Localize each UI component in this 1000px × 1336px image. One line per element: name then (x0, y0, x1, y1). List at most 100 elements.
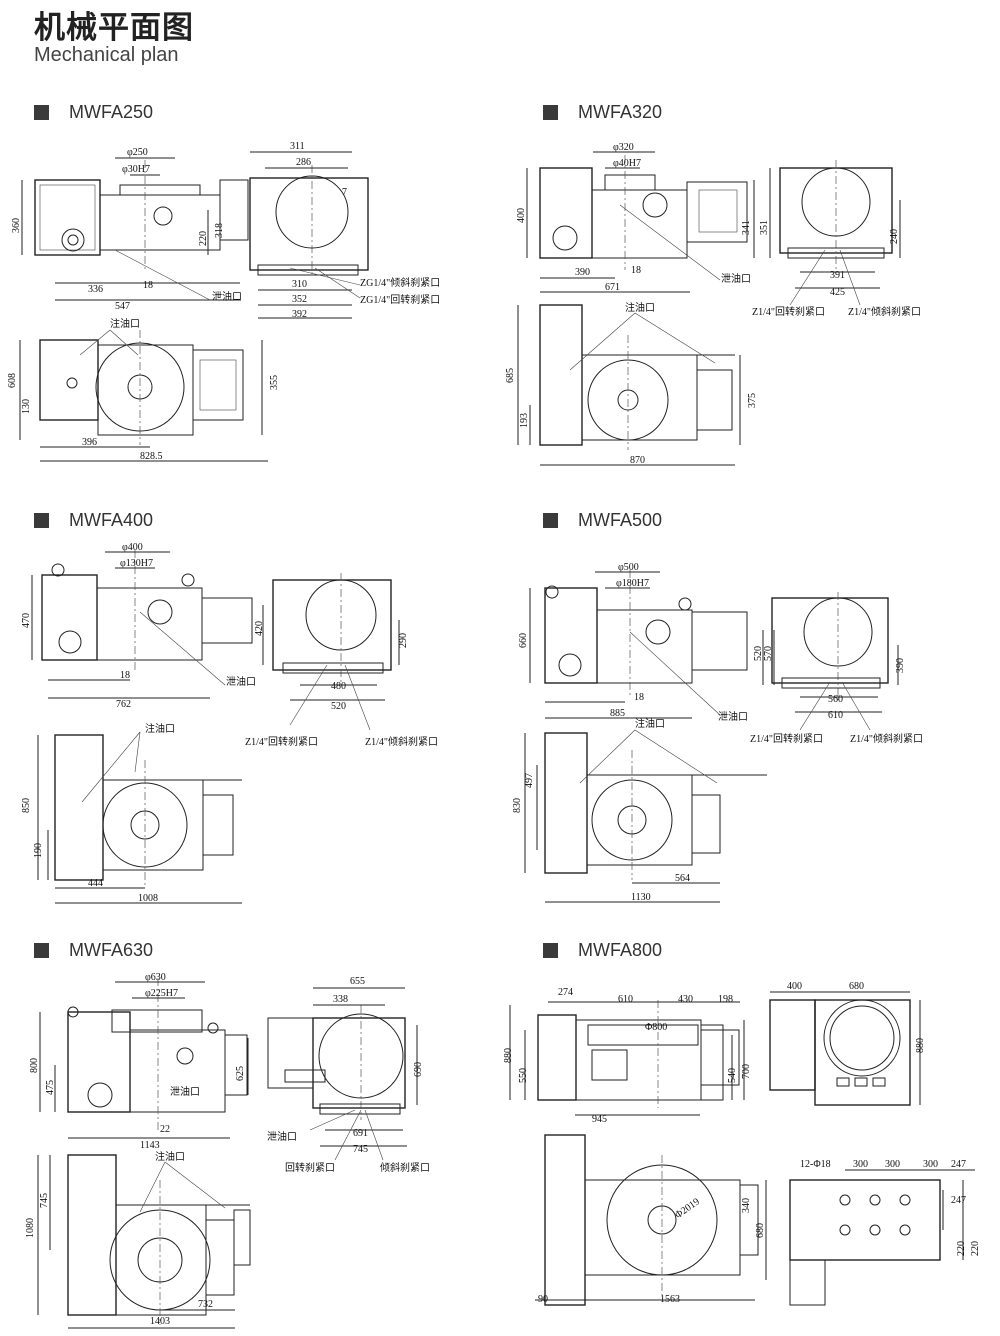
callout-label: 注油口 (635, 717, 665, 730)
dim-label: 470 (21, 613, 32, 628)
dim-label: 1143 (140, 1140, 160, 1151)
callout-label: Z1/4"回转刹紧口 (752, 305, 825, 318)
section-marker (34, 105, 49, 120)
mwfa500-front-view: 520 570 390 560 610 Z1/4"回转刹紧口 Z1/4"倾斜刹紧… (750, 592, 923, 745)
dim-label: 762 (116, 699, 131, 710)
dim-label: 1080 (25, 1218, 36, 1238)
dim-label: 247 (951, 1195, 966, 1206)
callout-label: Φ2019 (673, 1196, 702, 1221)
dim-label: 610 (828, 710, 843, 721)
dim-label: 800 (29, 1058, 40, 1073)
dim-label: 547 (115, 301, 130, 312)
dim-label: 608 (7, 373, 18, 388)
dim-label: 351 (759, 220, 770, 235)
dim-label: 375 (747, 393, 758, 408)
dim-label: 745 (39, 1193, 50, 1208)
section-title-mwfa320: MWFA320 (543, 102, 662, 123)
mwfa800-table-plate: 12-Φ18 300 300 300 247 247 220 220 (789, 1159, 981, 1306)
callout-label: 泄油口 (226, 675, 256, 688)
dim-label: φ320 (613, 142, 634, 153)
section-marker (34, 943, 49, 958)
mwfa800-side-view: 274 610 430 198 Φ800 880 550 540 700 945 (503, 987, 752, 1125)
dim-label: 18 (634, 692, 644, 703)
mwfa630-front-view: 655 338 690 691 745 泄油口 回转刹紧口 倾斜刹紧口 (267, 976, 430, 1174)
dim-label: 274 (558, 987, 573, 998)
callout-label: 回转刹紧口 (285, 1161, 335, 1174)
mwfa500-top-view: 830 497 564 1130 注油口 (512, 717, 767, 903)
section-title-mwfa500: MWFA500 (543, 510, 662, 531)
callout-label: ZG1/4"回转刹紧口 (360, 293, 440, 306)
mwfa250-top-view: 608 130 355 396 828.5 注油口 (7, 317, 280, 462)
dim-label: φ30H7 (122, 164, 150, 175)
dim-label: 671 (605, 282, 620, 293)
dim-label: 945 (592, 1114, 607, 1125)
dim-label: 430 (678, 994, 693, 1005)
dim-label: 360 (11, 218, 22, 233)
section-marker (34, 513, 49, 528)
dim-label: 400 (516, 208, 527, 223)
callout-label: Z1/4"回转刹紧口 (245, 735, 318, 748)
dim-label: 850 (21, 798, 32, 813)
callout-label: Z1/4"倾斜刹紧口 (365, 735, 438, 748)
dim-label: 396 (82, 437, 97, 448)
dim-label: Φ800 (645, 1022, 667, 1033)
dim-label: 425 (830, 287, 845, 298)
dim-label: 340 (741, 1198, 752, 1213)
callout-label: 注油口 (155, 1150, 185, 1163)
dim-label: 475 (45, 1080, 56, 1095)
callout-label: 倾斜刹紧口 (380, 1161, 430, 1174)
callout-label: 泄油口 (721, 272, 751, 285)
callout-label: 泄油口 (267, 1130, 297, 1143)
dim-label: 286 (296, 157, 311, 168)
dim-label: 1563 (660, 1294, 680, 1305)
dim-label: 390 (575, 267, 590, 278)
page-title: 机械平面图 (34, 10, 194, 46)
mwfa800-top-view: Φ2019 340 680 90 1563 (535, 1134, 767, 1306)
dim-label: 564 (675, 873, 690, 884)
section-title-mwfa400: MWFA400 (34, 510, 153, 531)
dim-label: 190 (33, 843, 44, 858)
dim-label: 625 (235, 1066, 246, 1081)
section-marker (543, 943, 558, 958)
mwfa400-front-view: 420 290 480 520 Z1/4"回转刹紧口 Z1/4"倾斜刹紧口 (245, 573, 438, 748)
dim-label: 12-Φ18 (800, 1159, 831, 1170)
dim-label: 220 (198, 231, 209, 246)
dim-label: 300 (923, 1159, 938, 1170)
dim-label: 660 (518, 633, 529, 648)
mwfa800-front-view: 400 680 880 (769, 981, 926, 1106)
dim-label: 311 (290, 141, 305, 152)
dim-label: 570 (763, 646, 774, 661)
mwfa250-side-view: φ250 φ30H7 360 220 318 336 18 547 泄油口 (11, 147, 242, 312)
mwfa500-side-view: φ500 φ180H7 660 18 885 泄油口 (518, 562, 748, 723)
dim-label: 341 (741, 220, 752, 235)
mwfa250-front-view: 311 286 7 310 352 392 ZG1/4"倾斜刹紧口 ZG1/4"… (219, 141, 440, 320)
dim-label: 520 (753, 646, 764, 661)
dim-label: 90 (538, 1294, 548, 1305)
dim-label: 300 (885, 1159, 900, 1170)
callout-label: 泄油口 (718, 710, 748, 723)
dim-label: 352 (292, 294, 307, 305)
dim-label: 247 (951, 1159, 966, 1170)
callout-label: ZG1/4"倾斜刹紧口 (360, 276, 440, 289)
dim-label: 520 (331, 701, 346, 712)
dim-label: 391 (830, 270, 845, 281)
section-title-mwfa630: MWFA630 (34, 940, 153, 961)
dim-label: 560 (828, 694, 843, 705)
section-title-mwfa250: MWFA250 (34, 102, 153, 123)
dim-label: 18 (120, 670, 130, 681)
dim-label: 290 (398, 633, 409, 648)
dim-label: 193 (519, 413, 530, 428)
dim-label: 1130 (631, 892, 651, 903)
dim-label: 880 (503, 1048, 514, 1063)
section-marker (543, 513, 558, 528)
dim-label: 745 (353, 1144, 368, 1155)
dim-label: 885 (610, 708, 625, 719)
dim-label: 685 (505, 368, 516, 383)
dim-label: φ225H7 (145, 988, 178, 999)
dim-label: 700 (741, 1064, 752, 1079)
dim-label: 7 (342, 187, 347, 198)
dim-label: 655 (350, 976, 365, 987)
dim-label: 680 (755, 1223, 766, 1238)
dim-label: 220 (956, 1241, 967, 1256)
dim-label: φ40H7 (613, 158, 641, 169)
